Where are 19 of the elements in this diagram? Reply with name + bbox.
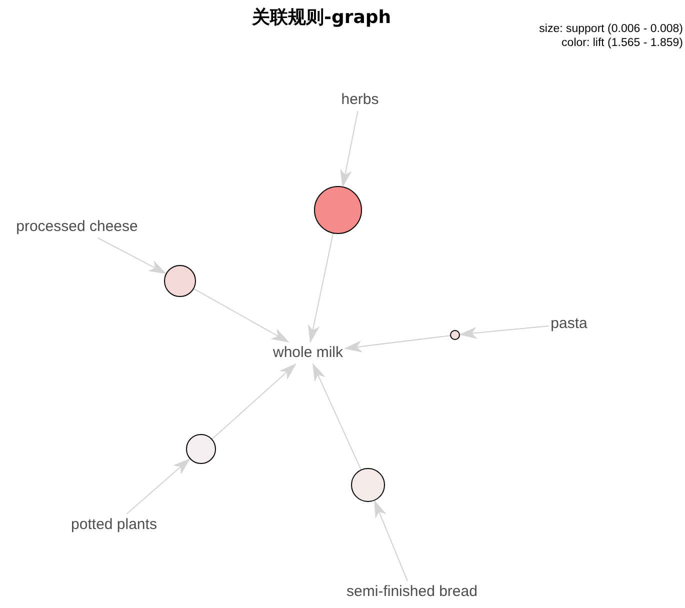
item-label: potted plants — [71, 516, 157, 534]
item-label: processed cheese — [16, 218, 138, 236]
arrow — [458, 325, 550, 339]
arrow — [193, 288, 290, 342]
arrow — [308, 233, 334, 343]
chart-title: 关联规则-graph — [252, 6, 392, 30]
item-label: whole milk — [272, 344, 344, 362]
arrow — [374, 500, 408, 582]
arrow — [212, 363, 296, 440]
legend-note: size: support (0.006 - 0.008) — [539, 22, 683, 36]
arrow — [312, 363, 362, 470]
arrow — [126, 458, 190, 514]
item-label: semi-finished bread — [346, 583, 478, 601]
arrow — [97, 238, 167, 274]
arrow — [340, 110, 358, 188]
item-label: pasta — [550, 315, 588, 333]
legend-note: color: lift (1.565 - 1.859) — [562, 36, 683, 50]
item-label: herbs — [341, 91, 379, 109]
arrow — [344, 335, 451, 352]
